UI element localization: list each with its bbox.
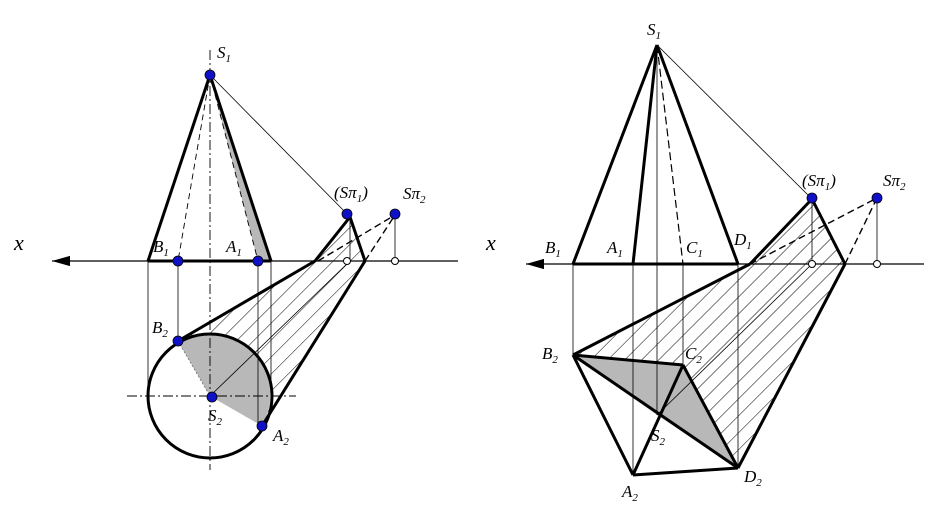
right-axis-label: x [485,230,496,255]
right-label-c2: C2 [685,344,702,366]
right-figure: x S1 B1 A1 C1 D1 (Sπ1) Sπ2 B2 C2 S2 A2 D… [485,20,924,504]
right-dashed-line [749,197,878,265]
left-point-spi2 [389,208,401,220]
right-point-spi1 [806,192,818,204]
left-thin-line [209,74,351,218]
right-label-d2: D2 [743,467,762,489]
left-dashed-line [364,214,396,262]
right-shadow-hatched [573,199,845,468]
left-point-spi1 [341,208,353,220]
right-label-spi1: (Sπ1) [802,171,836,193]
right-point-spi2 [871,192,883,204]
left-label-a1: A1 [225,237,242,259]
right-label-c1: C1 [686,238,703,260]
left-point-b1 [172,255,184,267]
left-point-a2 [256,420,268,432]
left-open-point [391,257,399,265]
left-dashed-line [209,74,259,262]
left-axis-label: x [13,230,24,255]
right-label-d1: D1 [733,230,752,252]
right-shaded-triangle [573,355,683,415]
left-label-s2: S2 [208,406,223,428]
right-shaded-triangle [657,365,738,468]
left-point-s2 [206,391,218,403]
left-point-s1 [204,69,216,81]
left-point-b2 [172,335,184,347]
left-thick-outlines [146,74,367,460]
right-thin-line [656,44,813,200]
left-label-spi1: (Sπ1) [334,183,368,205]
left-label-b2: B2 [152,318,168,340]
right-label-a2: A2 [621,482,638,504]
left-label-a2: A2 [272,426,289,448]
right-dashed-line [844,197,878,265]
right-label-s2: S2 [651,426,666,448]
left-shaded-sector [178,333,271,426]
left-figure: x S1 B1 A1 (Sπ1) Sπ2 B2 S2 A2 [13,43,458,470]
right-thick-outlines [571,44,847,477]
right-thin-line [656,263,813,416]
right-label-s1: S1 [647,20,661,42]
left-label-b1: B1 [153,237,169,259]
right-dashed-line [656,44,684,265]
right-label-a1: A1 [606,238,623,260]
left-open-point [343,257,351,265]
left-label-s1: S1 [217,43,231,65]
right-label-spi2: Sπ2 [883,171,906,193]
right-label-b2: B2 [542,344,558,366]
left-point-a1 [252,255,264,267]
left-dashed-line [177,340,211,397]
right-label-b1: B1 [545,238,561,260]
right-open-point [808,260,816,268]
left-label-spi2: Sπ2 [403,184,426,206]
right-open-point [873,260,881,268]
left-thin-line [209,260,351,397]
left-dashed-line [177,74,211,262]
